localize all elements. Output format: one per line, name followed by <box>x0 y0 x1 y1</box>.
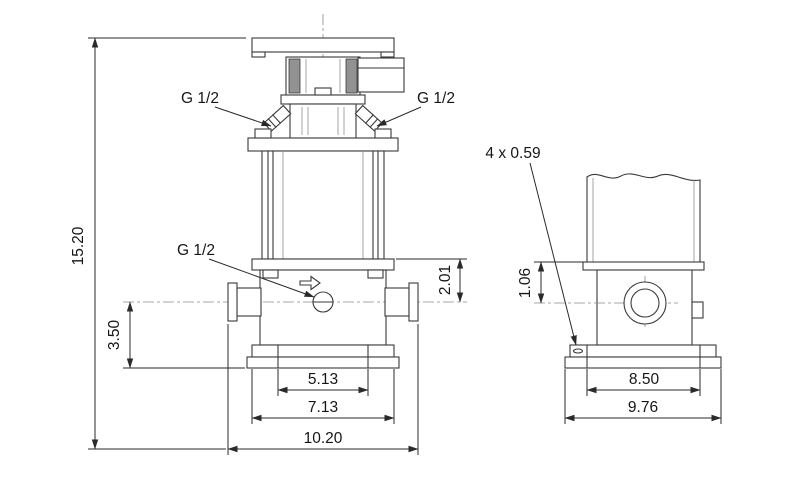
leader-bolt-holes <box>529 162 577 346</box>
base-flange <box>251 258 395 271</box>
side-plug <box>691 301 704 319</box>
baseplate-upper <box>251 344 395 358</box>
base-flange-side <box>582 261 705 271</box>
fan-cover-tab-right <box>380 51 395 58</box>
front-view <box>123 14 467 369</box>
port-outer-circle <box>623 281 667 325</box>
label-bolt-holes: 4 x 0.59 <box>485 145 540 162</box>
pump-head <box>289 103 357 139</box>
vent-plug-right <box>354 104 383 132</box>
staybolt-nut-bottom-right <box>367 269 384 279</box>
baseplate-lower <box>246 356 400 369</box>
discharge-port-flange <box>408 282 419 322</box>
head-flange <box>247 137 399 152</box>
fan-cover <box>251 37 395 53</box>
label-vent-right: G 1/2 <box>417 90 455 107</box>
suction-port-flange <box>227 282 238 322</box>
leader-vent-left <box>214 106 272 127</box>
side-dimensions: 4 x 0.59 1.06 8.50 9.76 <box>485 145 722 424</box>
staybolt-nut-top-left <box>254 128 272 139</box>
terminal-box <box>357 57 405 93</box>
break-line <box>586 173 701 181</box>
lifting-plug <box>314 87 332 96</box>
baseplate-bolt-hole <box>572 348 584 354</box>
fan-cover-tab-left <box>251 51 266 58</box>
dim-label-total-height: 15.20 <box>70 226 87 265</box>
dim-label-port-height: 3.50 <box>106 320 123 351</box>
vent-plug-left-body <box>263 104 292 132</box>
front-dimensions: 15.20 G 1/2 G 1/2 G 1/2 3.50 2.01 5.13 7… <box>70 37 467 455</box>
leader-vent-right <box>376 106 422 127</box>
flow-arrow-icon <box>299 275 321 291</box>
motor-flange <box>280 94 366 105</box>
dim-label-plate-width: 7.13 <box>308 399 338 416</box>
vent-plug-right-hatch <box>364 114 374 124</box>
baseplate-lower-side <box>564 356 722 369</box>
baseplate-upper-side <box>569 344 717 358</box>
dim-label-port-to-flange: 2.01 <box>437 265 454 295</box>
label-vent-left: G 1/2 <box>181 90 219 107</box>
dim-label-overall-width: 10.20 <box>304 430 343 447</box>
vent-plug-left <box>263 104 292 132</box>
label-drain: G 1/2 <box>177 242 215 259</box>
vent-plug-left-hatch <box>272 114 282 124</box>
motor-winding-left <box>288 58 301 94</box>
chamber-stack <box>261 150 385 260</box>
dim-label-hole-span: 5.13 <box>308 371 338 388</box>
staybolt-nut-bottom-left <box>262 269 279 279</box>
discharge-port-pipe <box>384 287 410 317</box>
dim-label-flange-to-port: 1.06 <box>517 268 534 298</box>
leader-drain <box>208 258 315 298</box>
dim-label-side-hole-span: 8.50 <box>629 371 660 388</box>
staybolt-nut-top-right <box>374 128 392 139</box>
suction-port-pipe <box>236 287 262 317</box>
side-view <box>534 173 722 369</box>
vent-plug-right-body <box>354 104 383 132</box>
port-inner-circle <box>630 288 660 318</box>
dim-label-overall-depth: 9.76 <box>628 399 658 416</box>
vent-plug-right-hatch <box>369 118 379 128</box>
motor-winding-right <box>345 58 358 94</box>
